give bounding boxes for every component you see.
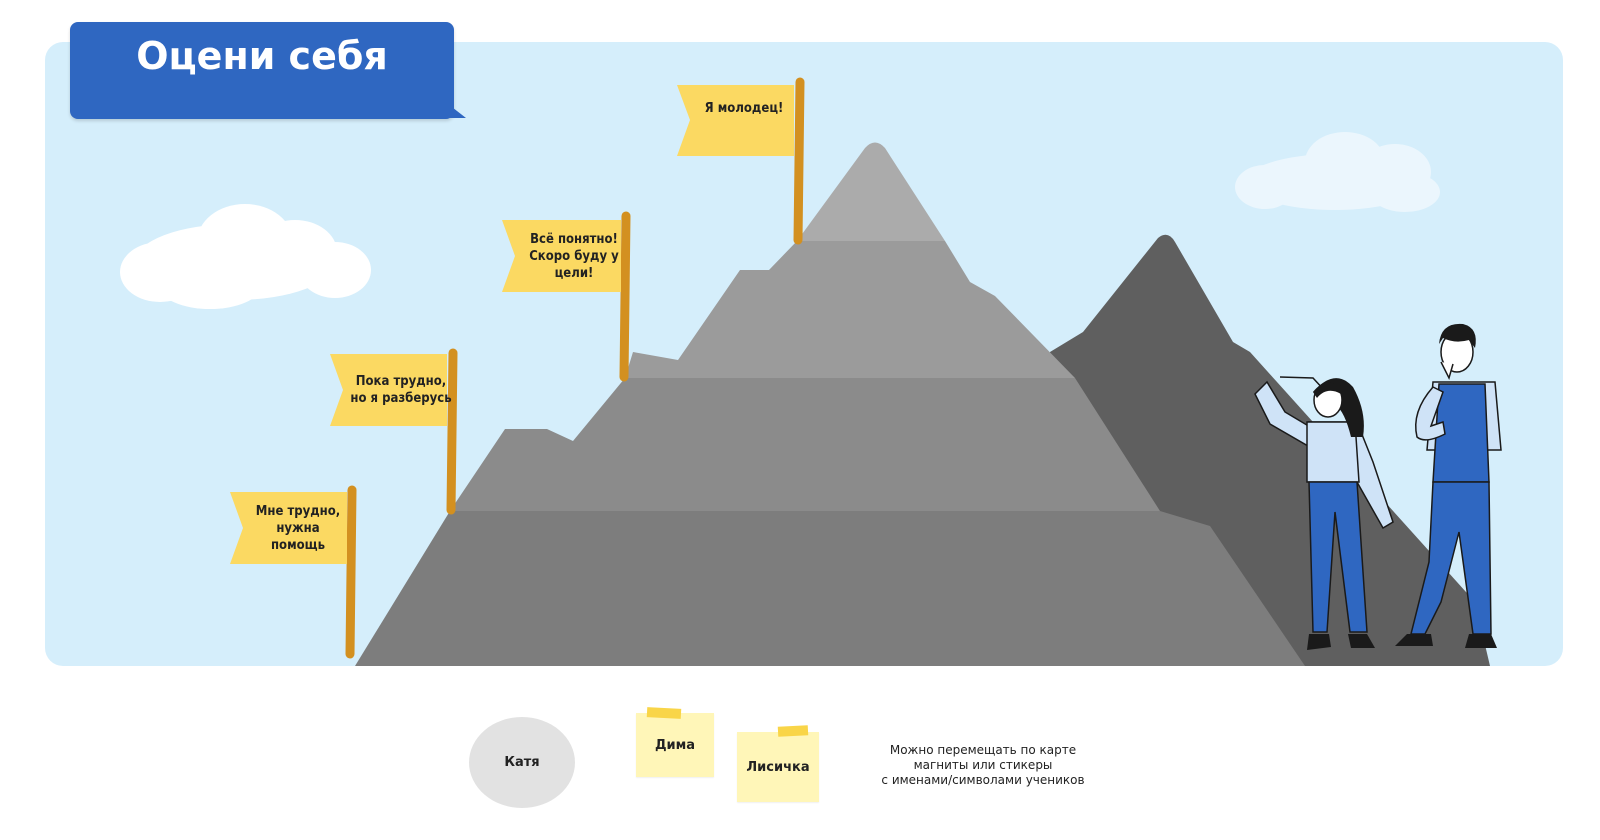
- flag-label: Всё понятно! Скоро буду у цели!: [529, 231, 619, 281]
- mountain-base: [355, 511, 1305, 666]
- sticker-label: Дима: [654, 737, 696, 753]
- magnet-token[interactable]: Катя: [469, 717, 575, 808]
- mountain-peak: [797, 142, 945, 241]
- instruction-line: магниты или стикеры: [913, 758, 1053, 772]
- sticker-tape: [777, 725, 809, 737]
- flag-poles: [345, 77, 805, 659]
- instruction-text: Можно перемещать по карте магниты или ст…: [858, 743, 1108, 788]
- sticker-dima[interactable]: Дима: [636, 713, 714, 777]
- cloud-left: [120, 204, 371, 309]
- man-figure: [1395, 323, 1502, 648]
- mountain-scene: [120, 77, 1502, 666]
- mountain-tier-3: [625, 241, 1075, 378]
- flag-well-done: Я молодец!: [692, 85, 796, 131]
- flag-label: Я молодец!: [704, 100, 784, 116]
- cloud-right: [1235, 132, 1440, 212]
- sticker-label: Лисичка: [746, 759, 810, 775]
- flag-cloths: [230, 85, 794, 564]
- sticker-tape: [646, 707, 682, 719]
- title-card-tail: [448, 104, 466, 118]
- instruction-line: Можно перемещать по карте: [889, 743, 1077, 757]
- woman-figure: [1254, 376, 1394, 650]
- flag-help-needed: Мне трудно, нужна помощь: [248, 492, 348, 564]
- sky-board: [45, 42, 1563, 666]
- instruction-line: с именами/символами учеников: [881, 773, 1085, 787]
- flag-label: Пока трудно, но я разберусь: [350, 374, 452, 406]
- sticker-lisichka[interactable]: Лисичка: [737, 732, 819, 802]
- title-card: Оцени себя: [70, 22, 454, 119]
- mountain-tier-2: [450, 378, 1160, 511]
- flag-label: Мне трудно, нужна помощь: [255, 503, 341, 553]
- flag-will-figure-out: Пока трудно, но я разберусь: [346, 354, 456, 426]
- magnet-label: Катя: [504, 755, 540, 770]
- flag-almost-there: Всё понятно! Скоро буду у цели!: [522, 220, 626, 292]
- page-title: Оцени себя: [136, 34, 388, 78]
